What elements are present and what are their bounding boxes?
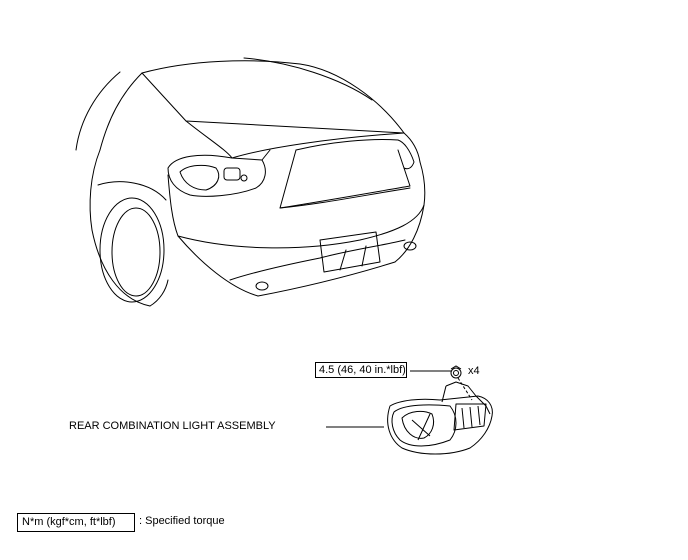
torque-spec-box: 4.5 (46, 40 in.*lbf) <box>315 362 407 378</box>
fastener-quantity: x4 <box>468 365 480 377</box>
torque-spec-value: 4.5 (46, 40 in.*lbf) <box>319 364 406 376</box>
fastener-dashed-guide <box>457 377 473 401</box>
nut-icon <box>450 365 462 379</box>
part-name-label: REAR COMBINATION LIGHT ASSEMBLY <box>69 420 276 432</box>
rear-combination-light-illustration <box>387 381 493 455</box>
legend-description: : Specified torque <box>139 515 225 527</box>
legend-unit-text: N*m (kgf*cm, ft*lbf) <box>22 516 116 528</box>
car-rear-view-illustration <box>75 57 426 307</box>
legend-unit-box: N*m (kgf*cm, ft*lbf) <box>17 513 135 532</box>
